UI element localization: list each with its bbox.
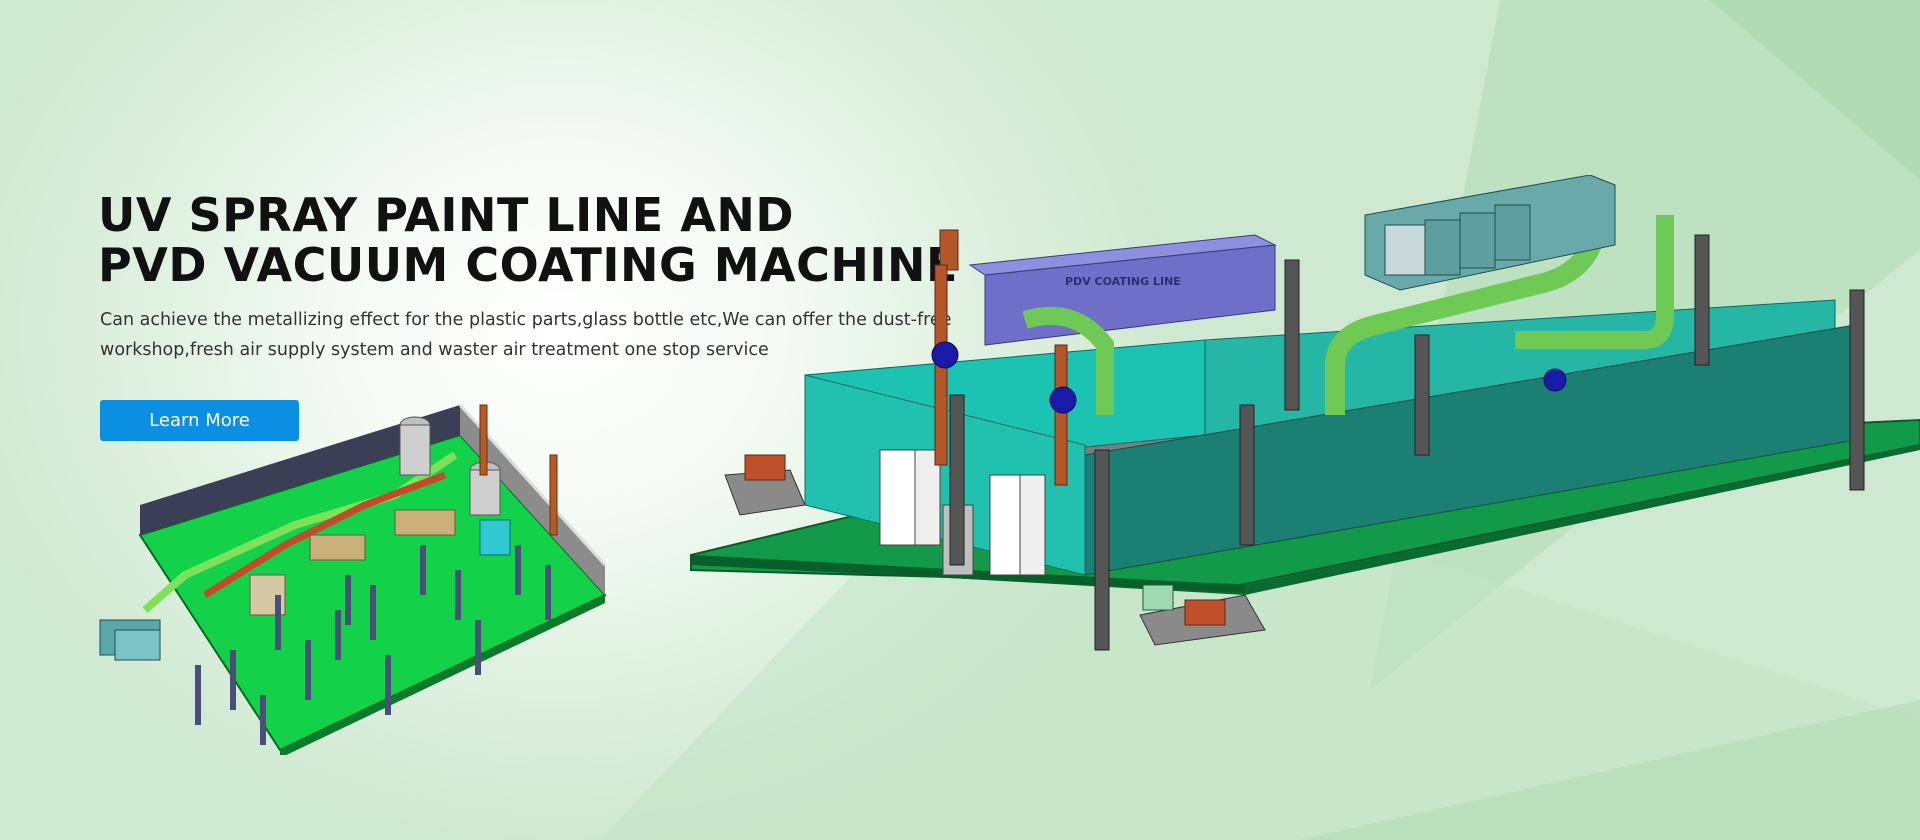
svg-text:PDV COATING LINE: PDV COATING LINE (1065, 275, 1181, 288)
title-line-1: UV SPRAY PAINT LINE AND (98, 188, 794, 242)
hero-description: Can achieve the metallizing effect for t… (100, 310, 952, 360)
small-plant-illustration (99, 403, 607, 755)
title-line-2: PVD VACUUM COATING MACHINE (98, 238, 958, 292)
learn-more-button[interactable]: Learn More (100, 400, 299, 441)
page-title: UV SPRAY PAINT LINE AND PVD VACUUM COATI… (98, 190, 958, 290)
large-plant-illustration: PDV COATING LINE (690, 175, 1920, 651)
